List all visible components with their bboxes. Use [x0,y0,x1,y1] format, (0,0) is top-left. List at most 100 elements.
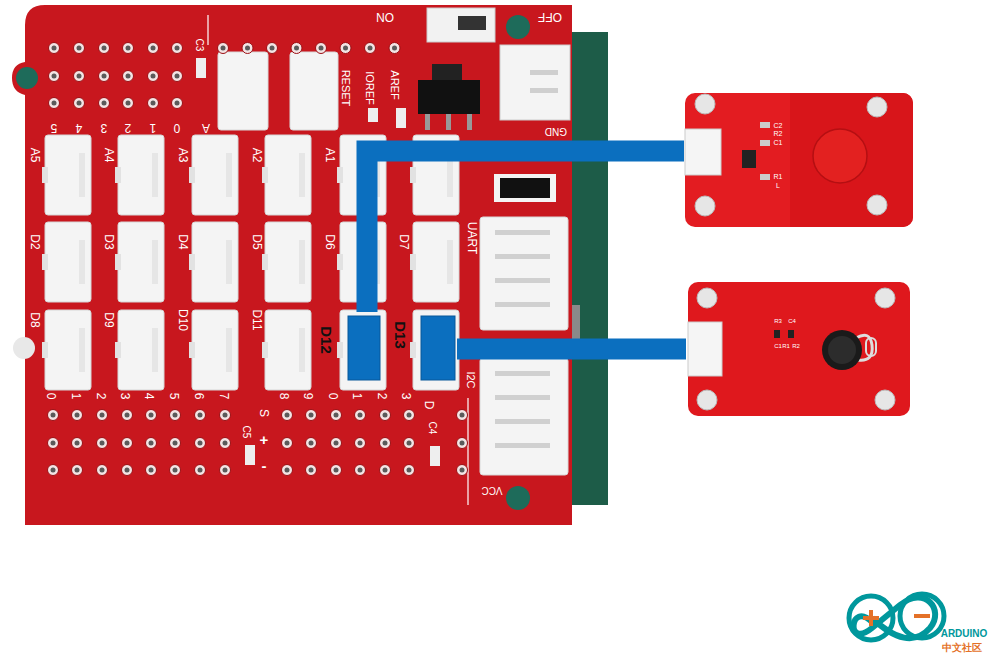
connector-pin [495,371,550,376]
silkscreen-label: 2 [93,393,107,400]
vibration-module: R3C4C1R1R2 [686,280,910,416]
hole-center [173,468,178,473]
housing-notch [410,167,416,183]
connector-pin [495,443,550,448]
hole-center [77,74,82,79]
header-hole [316,43,327,54]
header-hole [306,465,317,476]
silkscreen-label: ARDUINO [941,628,988,640]
silkscreen-label: 3 [398,393,412,400]
part-label: C1 [774,139,783,147]
regulator [418,80,480,114]
silkscreen-label: D3 [101,234,115,249]
header-hole [404,410,415,421]
hole-center [198,441,203,446]
header-hole [282,465,293,476]
connector-pin [495,395,550,400]
regulator-leg [467,114,472,130]
header-port: D12 [318,312,382,384]
mount-hole [875,288,895,308]
header-hole [148,43,159,54]
header-hole [146,465,157,476]
silkscreen-label: 5 [51,120,58,134]
part-label: R1 [774,173,783,181]
silkscreen-label: A2 [249,148,263,163]
grove-housing [45,222,91,302]
header-hole [49,98,60,109]
silkscreen-label: 2 [125,120,132,134]
housing-notch [410,254,416,270]
header-hole [218,43,229,54]
header-hole [74,43,85,54]
housing-rib [299,240,305,284]
connector-pin [530,70,558,75]
grove-housing [118,135,164,215]
logo [849,594,944,640]
housing-rib [152,240,158,284]
header-hole [99,43,110,54]
regulator-tab [432,64,462,82]
silkscreen-label: 4 [141,393,155,400]
hole-center [125,468,130,473]
housing-notch [189,254,195,270]
mount-hole [875,390,895,410]
module-connector [685,129,721,175]
hole-center [309,441,314,446]
vibration-motor [828,336,856,364]
motor-lead [866,338,876,356]
silkscreen-label: A3 [175,148,189,163]
hole-center [51,413,56,418]
grove-housing [45,135,91,215]
silkscreen-label: 中文社区 [942,642,982,654]
silkscreen-label: 4 [76,120,83,134]
connector-pin [530,88,558,93]
hole-center [460,413,465,418]
logo-minus [914,614,930,618]
silkscreen-label: 9 [300,393,314,400]
housing-notch [189,342,195,358]
hole-center [100,468,105,473]
module-board-area [790,93,913,227]
silkscreen-label: D11 [249,309,263,330]
hole-center [151,74,156,79]
header-hole [389,43,400,54]
part-label: R1 [782,343,790,350]
header-hole [74,98,85,109]
header-hole [122,465,133,476]
hole-center [149,441,154,446]
grove-housing [192,135,238,215]
hole-center [100,413,105,418]
silkscreen-label: D6 [322,234,336,249]
silkscreen-label: D [421,401,435,410]
header-hole [457,438,468,449]
header-hole [48,438,59,449]
header-hole [170,410,181,421]
hole-center [77,46,82,51]
silkscreen-label: 6 [191,393,205,400]
header-hole [72,410,83,421]
hole-center [334,441,339,446]
hole-center [383,441,388,446]
silkscreen-label: + [260,431,269,448]
smd-part [774,330,780,338]
capacitor [368,108,378,122]
silkscreen-label: ON [376,9,394,23]
part-label: R2 [792,343,800,350]
silkscreen-label: UART [464,222,478,254]
silkscreen-label: D10 [175,309,189,331]
mount-hole [695,94,715,114]
mount-hole [13,337,35,359]
hole-center [102,74,107,79]
hole-center [175,101,180,106]
hole-center [151,46,156,51]
header-hole [123,43,134,54]
wire-plug [421,316,455,380]
housing-rib [447,240,453,284]
header-hole [282,438,293,449]
header-hole [355,438,366,449]
header-hole [195,438,206,449]
grove-housing [265,135,311,215]
housing-notch [115,254,121,270]
hole-center [100,441,105,446]
hole-center [270,46,275,51]
